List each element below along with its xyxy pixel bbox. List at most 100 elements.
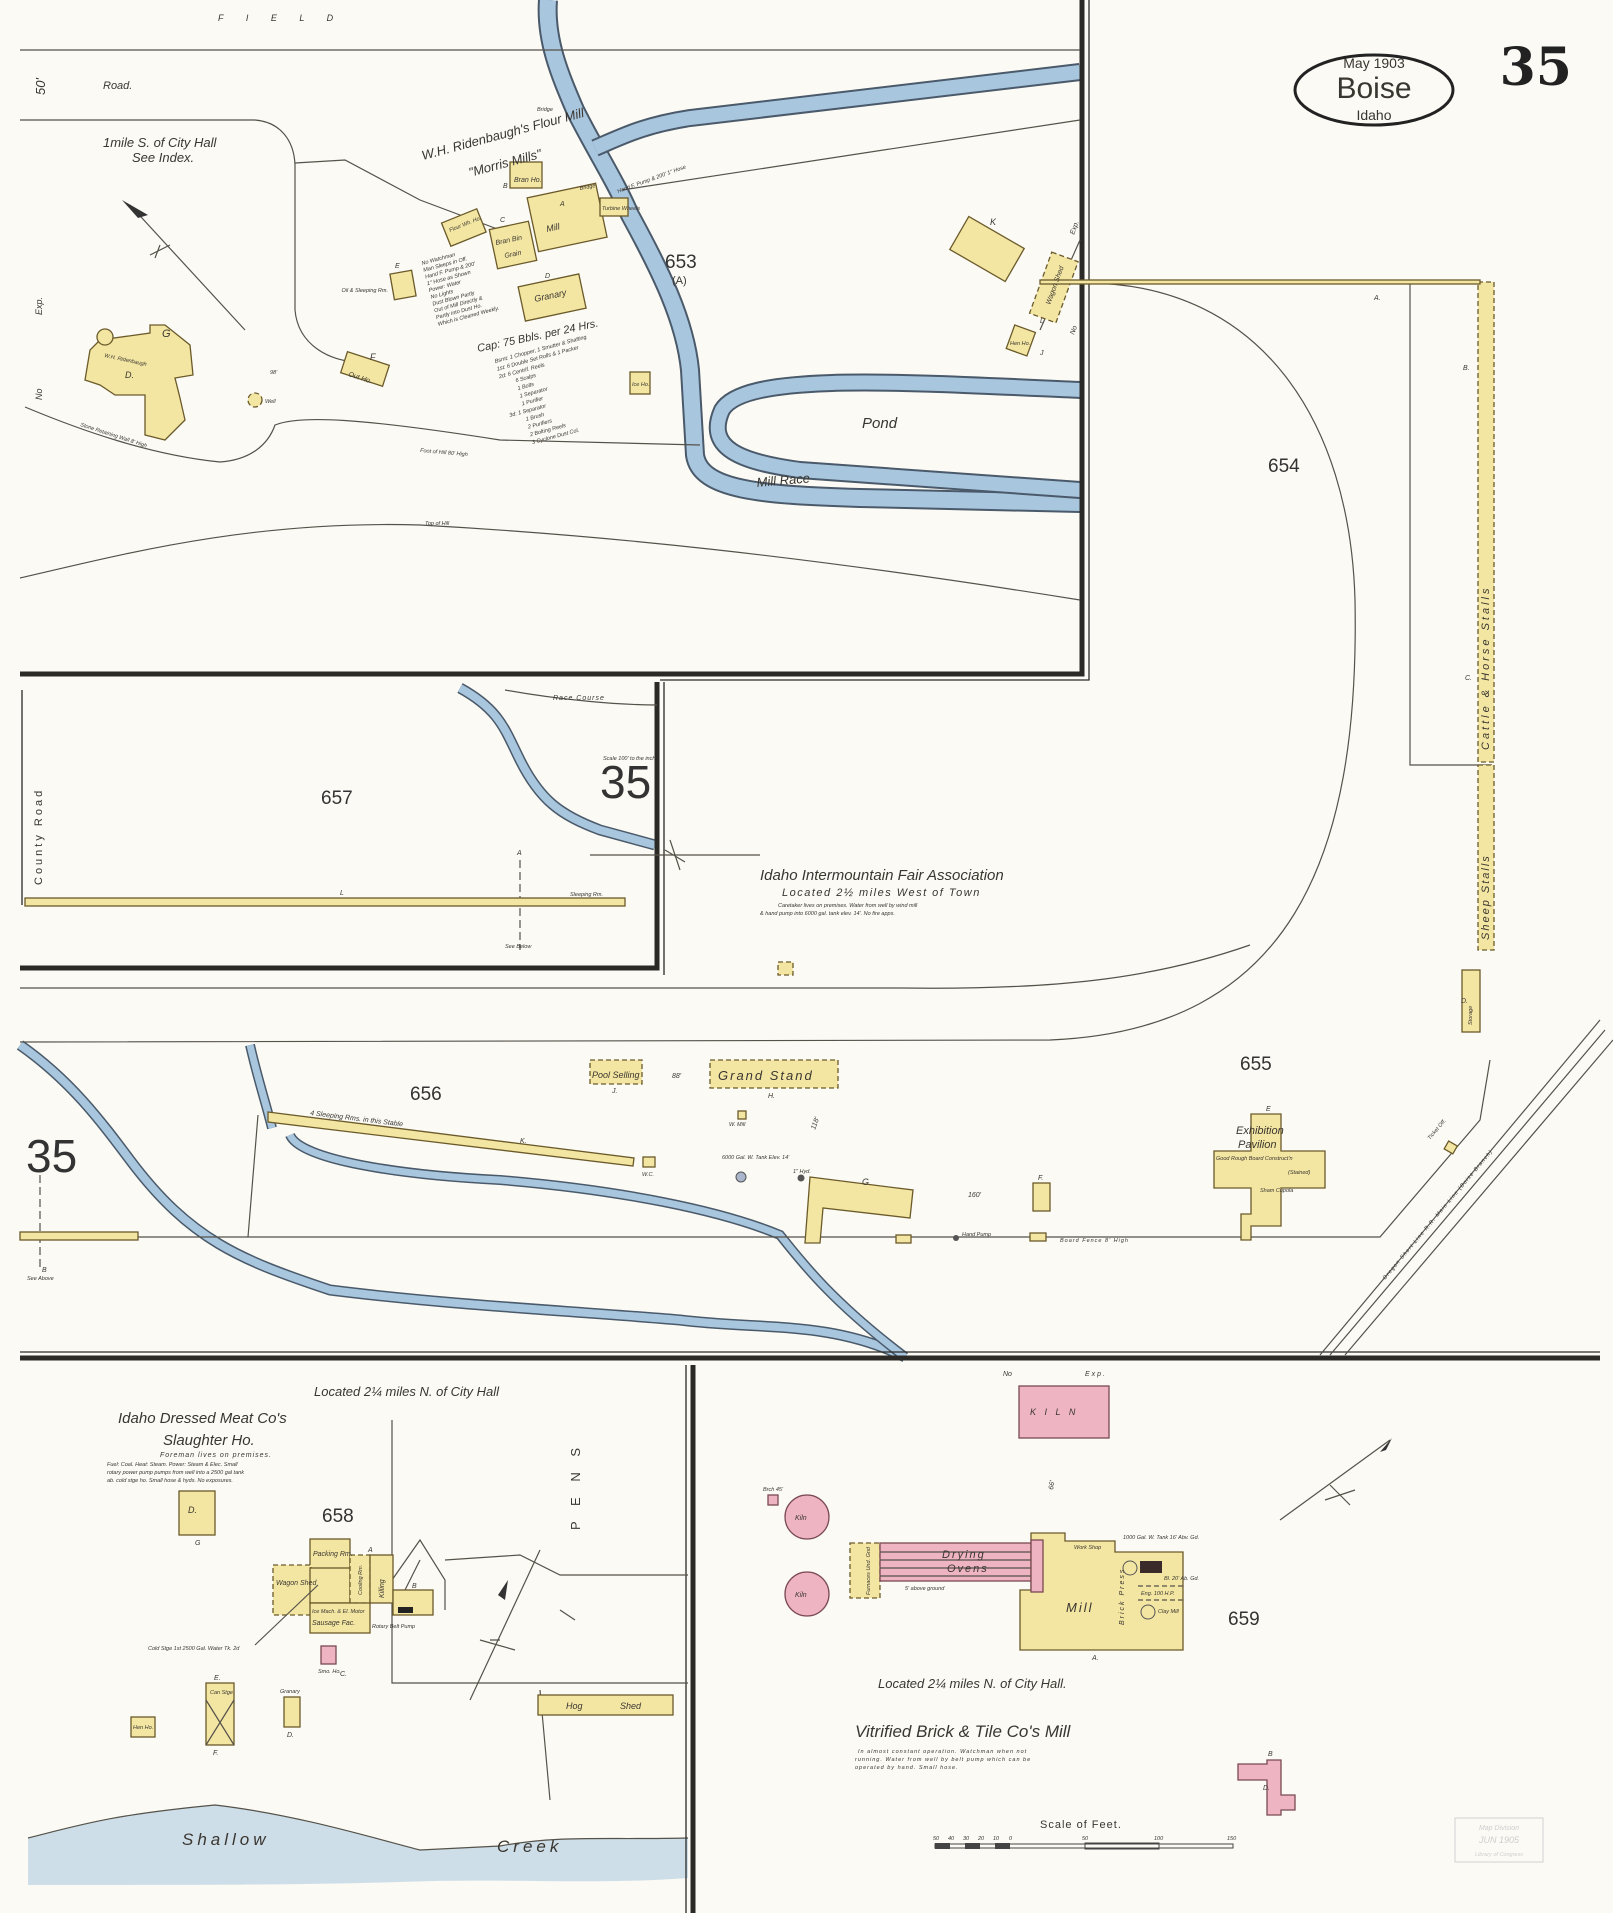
wind-mill-label: W. Mill [729,1122,746,1128]
stable-k-letter: K. [520,1138,527,1145]
stalls-a [1039,279,1481,285]
drying-label-1: Drying [942,1549,986,1561]
block-655: 655 [1240,1054,1272,1075]
clay-mill-icon [1140,1604,1156,1620]
stamp-line: Map Division [1479,1825,1519,1832]
shed-g-letter: G [862,1177,869,1187]
scale-tick: 150 [1227,1836,1237,1842]
bran-house [509,161,543,189]
slaughter-title-1: Idaho Dressed Meat Co's [118,1410,287,1427]
rotary-pump-label: Rotary Belt Pump [372,1624,415,1630]
mill-race-label: Mill Race [756,470,811,490]
road-label: Road. [103,80,132,92]
barn-letter: K [990,217,997,227]
kiln-rect [1018,1385,1110,1439]
letter-c: C. [340,1671,347,1678]
slaughter-note: ab. cold stge ho. Small hose & hyds. No … [107,1478,233,1484]
hog-shed-label-2: Shed [620,1701,642,1711]
slaughter-note: Fuel: Coal. Heat: Steam. Power: Steam & … [107,1462,238,1468]
smoke-house-label: Smo. Ho. [318,1669,341,1675]
flour-warehouse [440,207,487,248]
residence-letter: G [162,328,171,340]
small-shed-3 [1029,1232,1047,1242]
pool-selling-letter: J. [611,1088,618,1095]
brick-tile-buildings [767,1385,1392,1816]
letter-e: E. [214,1675,221,1682]
packing-room [309,1538,351,1570]
small-shed-2 [895,1234,912,1244]
board-fence-label: Board Fence 8' High [1060,1238,1129,1244]
boiler-icon [398,1607,413,1613]
slaughter-title-2: Slaughter Ho. [163,1432,255,1449]
water-features [16,0,1082,1885]
chimney-icon [767,1494,779,1506]
mill-race-stream [537,0,1082,513]
mill-letter: A [559,201,565,208]
exhibition-pavilion [1213,1113,1326,1241]
shallow-creek-label-2: Creek [497,1837,562,1856]
oil-room-label: Oil & Sleeping Rm. [342,288,388,294]
sheet-number: 35 [1500,37,1572,98]
grand-stand-letter: H. [768,1093,775,1100]
storage-label: Storage [1468,1006,1474,1025]
fairground-creek [16,683,909,1362]
sleeping-room-label: Sleeping Rm. [570,892,603,898]
scale-note: Scale 100' to the inch [603,756,655,762]
bridge-label-2: Bridge [579,183,596,192]
race-course [19,280,1492,1270]
machinery-item: 1 Brush [525,412,545,423]
scale-tick: 40 [948,1836,955,1842]
stall-letter-a: A. [1373,295,1381,302]
distance-118: 118' [810,1116,821,1131]
brick-title: Vitrified Brick & Tile Co's Mill [855,1722,1072,1741]
cooling-room-label: Cooling Rm. [358,1565,364,1595]
engine-label: Eng. 100 H.P. [1141,1591,1175,1597]
grain-label: Grain [504,250,522,260]
stable-l-letter: L [340,890,344,897]
boiler-label: Bl. 20' Ab. Gd. [1164,1576,1199,1582]
hydrant-label: 1" Hyd. [793,1169,811,1175]
cattle-horse-stalls [1477,281,1495,763]
no-label: No [34,388,44,400]
county-road-label: County Road [33,788,45,885]
race-course-label: Race Course [553,695,605,702]
tank-label: 1000 Gal. W. Tank 16' Abv. Gd. [1123,1535,1199,1541]
granary [517,273,587,322]
brick-note: In almost constant operation. Watchman w… [858,1749,1027,1755]
killing-room [369,1554,394,1604]
exp-right: Exp. [1069,220,1080,236]
north-arrow-icon [1380,1438,1392,1452]
mill-building [526,182,608,253]
dwelling-b [1237,1759,1296,1816]
barn-group [948,215,1079,357]
top-inset-lines [19,49,1081,601]
exp-label: Exp. [34,297,44,315]
kiln-round-1 [784,1494,830,1540]
well-label: Well [265,399,276,405]
bran-house-label: Bran Ho. [514,177,542,184]
kiln-label-1: K I L N [1030,1407,1078,1417]
dwelling-label: D. [1263,1785,1270,1792]
block-658: 658 [322,1506,354,1527]
packing-room-label: Packing Rm. [313,1551,353,1558]
library-stamp: Map Division JUN 1905 Library of Congres… [1454,1817,1544,1863]
turbine-wheels [599,197,629,217]
bran-house-letter: B [503,183,508,190]
fair-title: Idaho Intermountain Fair Association [760,867,1004,884]
slaughter-note: Foreman lives on premises. [160,1452,272,1459]
scale-tick: 100 [1154,1836,1164,1842]
stable-k [267,1111,635,1167]
oil-room-letter: E [395,263,400,270]
smoke-house [320,1645,337,1665]
letter-g: G [195,1540,201,1547]
distance-98: 98' [270,370,278,376]
key-number-1: 35 [600,756,651,808]
granary-slaughter [283,1696,301,1728]
machinery-item: 6 Scalps [515,373,537,384]
hen-house-label: Hen Ho. [133,1725,153,1731]
dwelling-label: D. [188,1505,197,1515]
scale-tick: 50 [933,1836,940,1842]
block-659: 659 [1228,1609,1260,1630]
exp-label: Exp. [1085,1371,1107,1378]
